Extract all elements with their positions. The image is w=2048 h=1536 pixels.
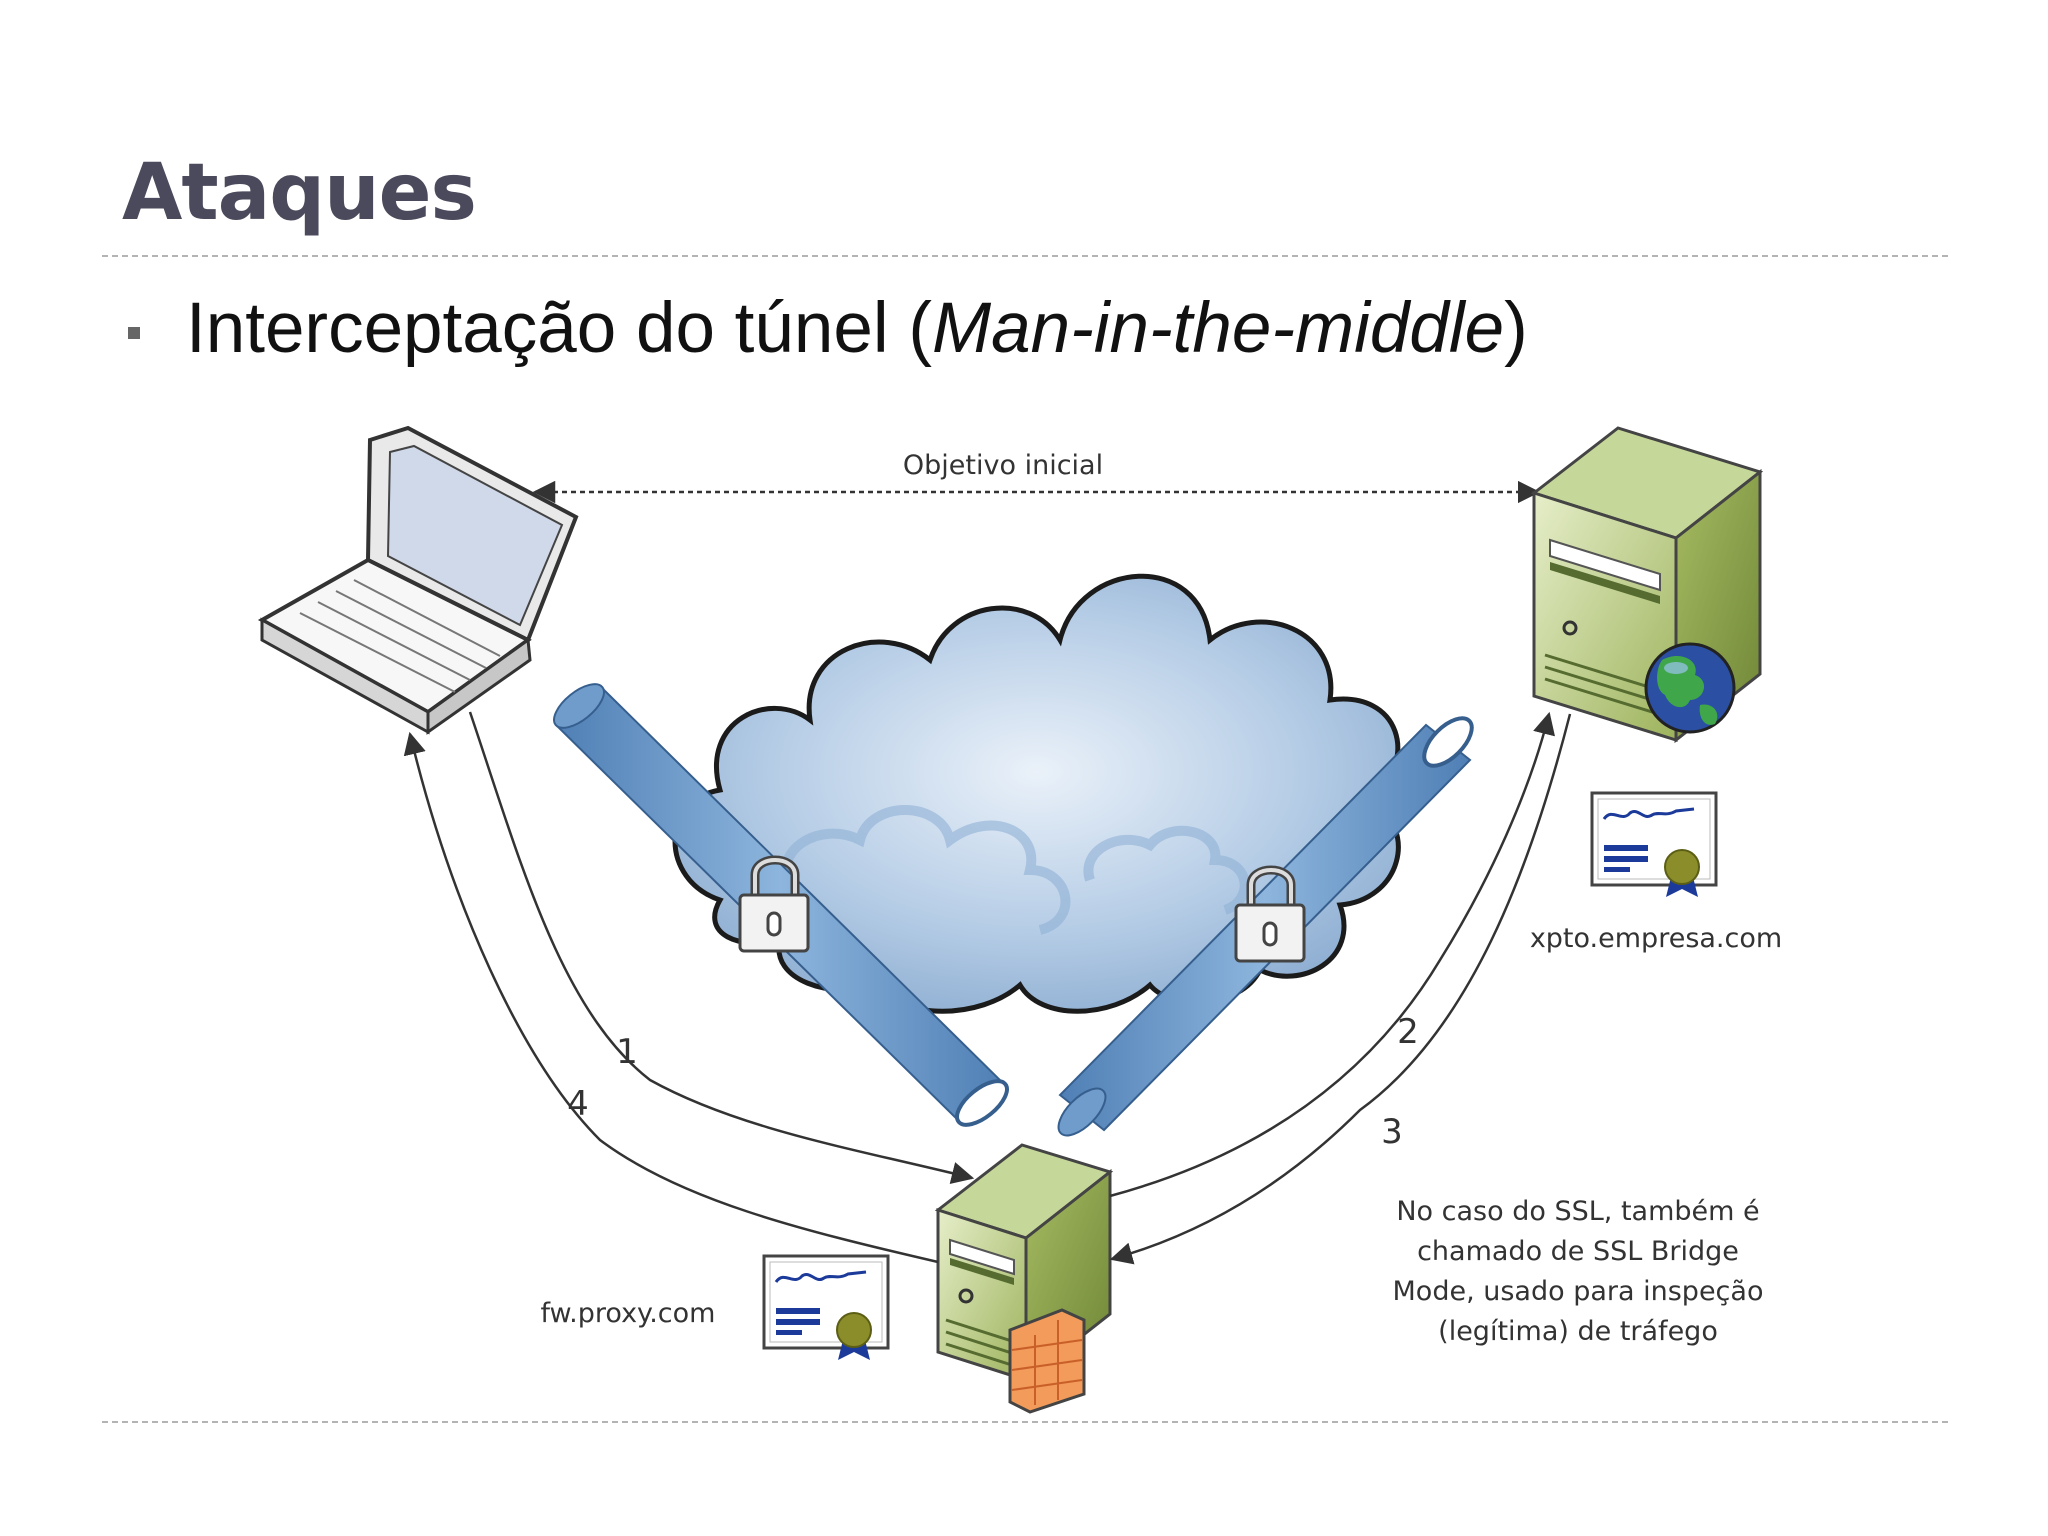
note-line: chamado de SSL Bridge	[1417, 1236, 1739, 1267]
footer-divider	[102, 1421, 1948, 1423]
step-label-3: 3	[1381, 1112, 1403, 1152]
bullet-text-close: )	[1504, 289, 1528, 368]
title-divider	[102, 255, 1948, 257]
padlock-icon	[738, 855, 810, 953]
globe-icon	[1644, 642, 1736, 734]
bullet-text-italic: Man-in-the-middle	[932, 289, 1505, 368]
flow-arrow-4	[403, 731, 939, 1264]
slide-title: Ataques	[122, 148, 477, 238]
web-server-icon	[1530, 426, 1764, 744]
step-label-1: 1	[616, 1032, 638, 1072]
proxy-hostname-label: fw.proxy.com	[541, 1298, 716, 1329]
firewall-icon	[1008, 1308, 1086, 1414]
bullet-text: Interceptação do túnel (Man-in-the-middl…	[186, 288, 1528, 369]
flow-arrow-3	[1109, 713, 1572, 1265]
laptop-icon	[257, 425, 579, 735]
proxy-server-icon	[934, 1143, 1114, 1384]
bullet-text-main: Interceptação do túnel (	[186, 289, 932, 368]
step-label-4: 4	[567, 1084, 589, 1124]
flow-arrow-2	[1109, 711, 1555, 1198]
initial-goal-label: Objetivo inicial	[903, 450, 1103, 481]
flow-arrow-1	[468, 711, 975, 1185]
certificate-icon	[1590, 791, 1718, 897]
ssl-bridge-note: No caso do SSL, também é chamado de SSL …	[1393, 1196, 1764, 1347]
cloud-icon	[672, 573, 1401, 1014]
note-line: (legítima) de tráfego	[1438, 1316, 1718, 1347]
server-hostname-label: xpto.empresa.com	[1530, 923, 1782, 954]
certificate-icon	[762, 1254, 890, 1360]
bullet-item: Interceptação do túnel (Man-in-the-middl…	[128, 288, 1528, 369]
step-label-2: 2	[1397, 1012, 1419, 1052]
note-line: No caso do SSL, também é	[1396, 1196, 1759, 1227]
padlock-icon	[1234, 865, 1306, 963]
bullet-square-icon	[128, 326, 140, 339]
note-line: Mode, usado para inspeção	[1393, 1276, 1764, 1307]
